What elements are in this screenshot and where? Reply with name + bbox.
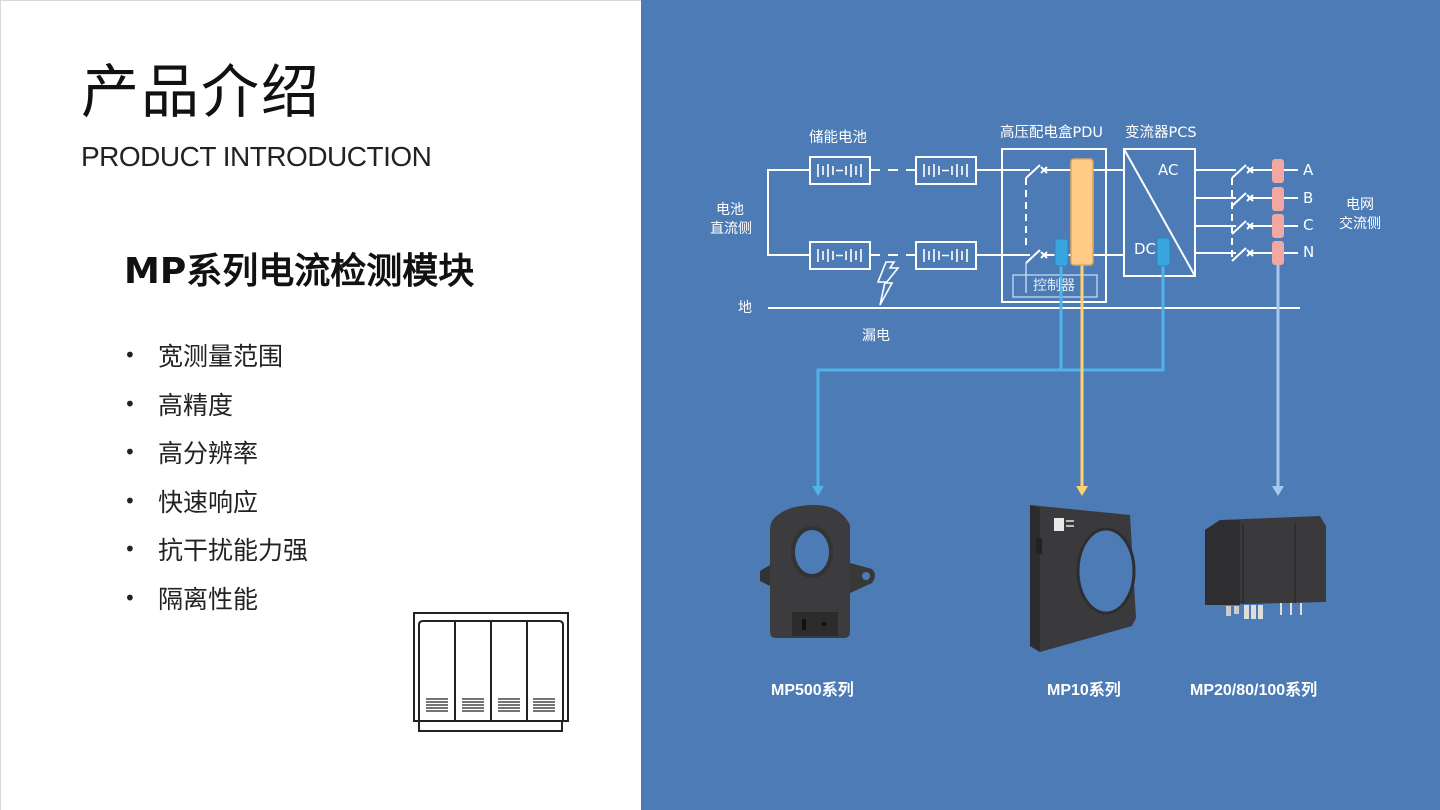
product-image-mp500 [760, 505, 875, 638]
product-image-mp10 [1030, 505, 1136, 652]
bullet-icon: • [124, 343, 136, 368]
leakage-label: 漏电 [862, 328, 890, 344]
current-sensor-pink [1272, 241, 1284, 265]
switch-icon [1025, 249, 1041, 264]
pdu-label: 高压配电盒PDU [1000, 125, 1104, 141]
battery-side-label-line2: 直流侧 [710, 221, 752, 237]
current-sensor-pink [1272, 159, 1284, 183]
feature-item: • 抗干扰能力强 [124, 525, 308, 574]
bullet-icon: • [124, 488, 136, 513]
ac-label: AC [1158, 161, 1179, 179]
bullet-icon: • [124, 537, 136, 562]
feature-item: • 高精度 [124, 380, 308, 429]
feature-item: • 快速响应 [124, 477, 308, 526]
feature-text: 高分辨率 [158, 439, 259, 469]
pdu-box [1001, 148, 1107, 303]
product-label-mp20: MP20/80/100系列 [1190, 682, 1318, 699]
feature-text: 隔离性能 [158, 584, 259, 614]
battery-side-label-line1: 电池 [716, 202, 744, 218]
dc-label: DC [1134, 240, 1157, 258]
bullet-icon: • [124, 391, 136, 416]
feature-text: 宽测量范围 [158, 342, 284, 372]
current-sensor-orange [1070, 158, 1094, 266]
battery-label: 储能电池 [809, 130, 867, 146]
grid-side-label-line2: 交流侧 [1339, 216, 1381, 232]
left-panel: 产品介绍 PRODUCT INTRODUCTION MP系列电流检测模块 • 宽测… [0, 0, 641, 810]
pcs-box [1123, 148, 1196, 277]
battery-bus-line [767, 169, 810, 256]
product-image-mp20 [1205, 516, 1326, 619]
product-label-mp500: MP500系列 [771, 682, 854, 699]
current-sensor-blue [1156, 237, 1171, 267]
switch-icon [1025, 164, 1041, 179]
phase-label-n: N [1303, 243, 1315, 261]
feature-item: • 高分辨率 [124, 428, 308, 477]
signal-line-mp500 [816, 262, 1165, 488]
current-sensor-pink [1272, 187, 1284, 211]
controller-label: 控制器 [1033, 278, 1075, 294]
phase-label-a: A [1303, 161, 1314, 179]
current-sensor-pink [1272, 214, 1284, 238]
grid-side-label-line1: 电网 [1346, 197, 1374, 213]
pcs-diagonal [1123, 148, 1196, 277]
phase-label-c: C [1303, 216, 1314, 234]
product-series-heading: MP系列电流检测模块 [124, 251, 475, 292]
battery-cabinet-icon [413, 612, 569, 732]
right-panel [641, 0, 1440, 810]
product-label-mp10: MP10系列 [1047, 682, 1121, 699]
controller-box [1012, 274, 1098, 298]
phase-label-b: B [1303, 189, 1314, 207]
page-title-english: PRODUCT INTRODUCTION [81, 141, 432, 172]
pcs-label: 变流器PCS [1125, 125, 1197, 141]
current-sensor-blue [1054, 238, 1069, 267]
arrow-down-icon [812, 486, 824, 496]
feature-item: • 宽测量范围 [124, 331, 308, 380]
lightning-icon [876, 261, 900, 306]
bullet-icon: • [124, 440, 136, 465]
bullet-icon: • [124, 585, 136, 610]
feature-list: • 宽测量范围 • 高精度 • 高分辨率 • 快速响应 • 抗干扰能力强 • 隔离性能 [124, 331, 308, 622]
feature-text: 快速响应 [158, 487, 259, 517]
arrow-down-icon [1076, 486, 1088, 496]
arrow-down-icon [1272, 486, 1284, 496]
feature-item: • 隔离性能 [124, 574, 308, 623]
feature-text: 抗干扰能力强 [158, 536, 309, 566]
ground-label: 地 [738, 300, 752, 316]
page-title: 产品介绍 [81, 58, 322, 126]
feature-text: 高精度 [158, 390, 234, 420]
energy-storage-diagram [760, 148, 1326, 652]
